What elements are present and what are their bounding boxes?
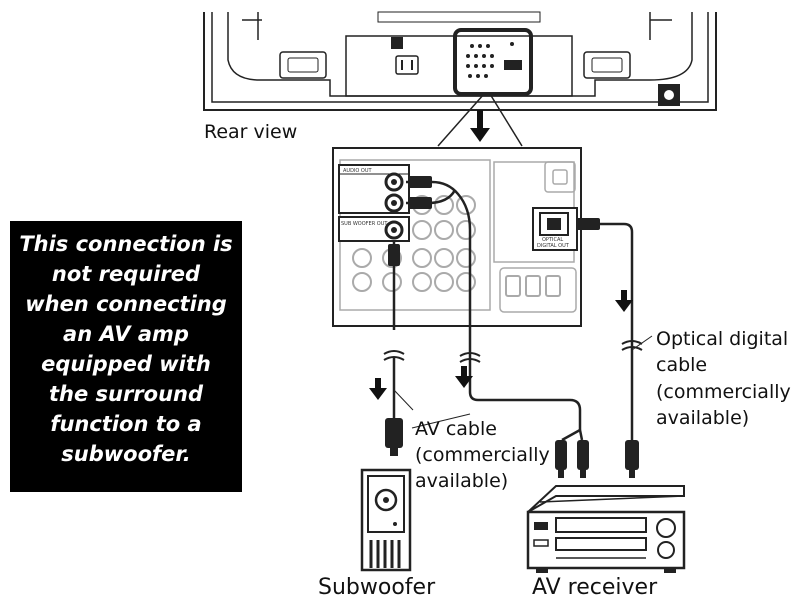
av-cable-line: (commercially bbox=[415, 444, 550, 466]
cable-break-marks bbox=[383, 340, 643, 363]
av-receiver-illustration bbox=[526, 485, 686, 573]
digital-out-label: DIGITAL OUT bbox=[537, 243, 570, 249]
rear-view-label: Rear view bbox=[204, 121, 297, 143]
optical-cable-line: (commercially bbox=[656, 381, 791, 403]
av-cable-label: AV cable (commercially available) bbox=[415, 418, 556, 492]
leader-lines bbox=[393, 335, 653, 429]
optical-cable-line: available) bbox=[656, 407, 749, 429]
av-cable-line: AV cable bbox=[415, 418, 497, 440]
av-cable-line: available) bbox=[415, 470, 508, 492]
optical-cable bbox=[598, 222, 634, 440]
terminal-panel: AUDIO OUT SUB WOOFER OUT OPTICAL DIGITAL… bbox=[332, 147, 582, 327]
note-line: function to a bbox=[50, 412, 202, 436]
note-line: when connecting bbox=[25, 292, 227, 316]
direction-arrows bbox=[369, 290, 633, 400]
note-line: the surround bbox=[48, 382, 204, 406]
subwoofer-illustration bbox=[360, 468, 412, 572]
note-box bbox=[10, 221, 242, 492]
optical-cable-line: Optical digital bbox=[656, 328, 788, 350]
tv-rear-view bbox=[203, 11, 717, 111]
audio-out-label: AUDIO OUT bbox=[343, 168, 373, 174]
optical-label: OPTICAL bbox=[542, 237, 563, 243]
note-line: subwoofer. bbox=[61, 442, 191, 466]
note-line: an AV amp bbox=[63, 322, 189, 346]
optical-cable-line: cable bbox=[656, 354, 707, 376]
subwoofer-out-label: SUB WOOFER OUT bbox=[341, 221, 388, 227]
pointer-arrow-tv bbox=[470, 110, 490, 142]
note-line: equipped with bbox=[41, 352, 211, 376]
subwoofer-label: Subwoofer bbox=[318, 575, 436, 600]
zoom-lines bbox=[437, 93, 523, 147]
optical-cable-label: Optical digital cable (commercially avai… bbox=[656, 328, 797, 429]
note-line: This connection is bbox=[19, 232, 233, 256]
note-text: This connection is not required when con… bbox=[10, 229, 242, 469]
av-receiver-label: AV receiver bbox=[532, 575, 658, 600]
optical-cable-plugs bbox=[576, 218, 639, 478]
note-line: not required bbox=[51, 262, 201, 286]
av-cable-plugs bbox=[385, 176, 589, 478]
